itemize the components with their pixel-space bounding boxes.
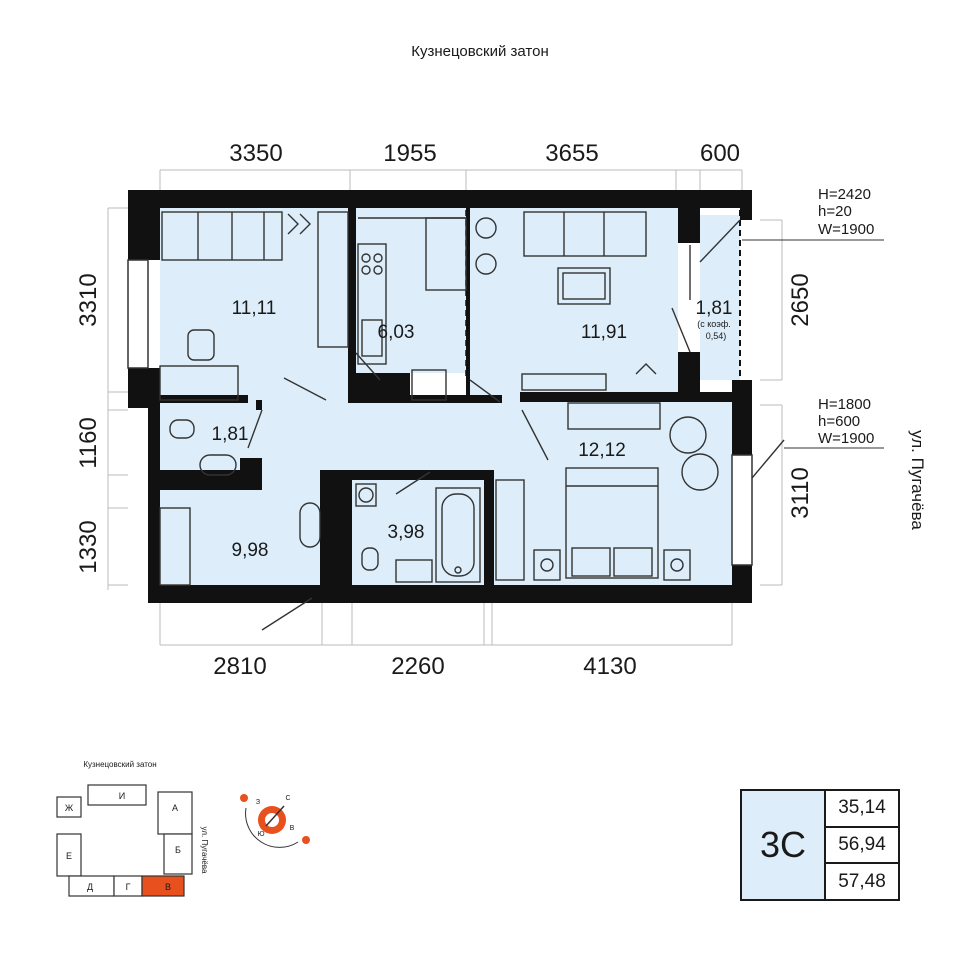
doors [247, 219, 785, 631]
block-label-d: Д [87, 882, 93, 892]
dim-left-3: 1330 [75, 520, 102, 573]
area-total-with-balcony: 57,48 [838, 870, 886, 892]
dim-top-2: 1955 [383, 140, 436, 167]
block-label-g: Г [126, 882, 131, 892]
block-label-a: А [172, 803, 178, 813]
room-area-7: 9,98 [232, 540, 269, 561]
dim-right-2: 3110 [787, 467, 814, 519]
dim-left-1: 3310 [75, 273, 102, 326]
room-area-5: 1,81 [212, 424, 249, 445]
area-living: 35,14 [826, 791, 898, 828]
room-area-3: 11,91 [581, 322, 627, 343]
room-area-4: 1,81 [696, 298, 733, 319]
compass-west: З [256, 799, 260, 806]
compass-east: В [290, 825, 295, 832]
windows [127, 259, 753, 566]
compass-north: С [285, 795, 290, 802]
dim-right-1: 2650 [787, 273, 814, 326]
site-plan-highlight [141, 875, 185, 897]
block-label-i: И [119, 791, 125, 801]
site-plan: Кузнецовский затон ул. Пугачёва Ж И А Е … [56, 760, 209, 897]
area-total: 56,94 [826, 828, 898, 865]
room-area-8: 3,98 [388, 522, 425, 543]
walls [128, 190, 752, 603]
street-label-right: ул. Пугачёва [908, 430, 927, 530]
dim-top-4: 600 [700, 140, 740, 167]
site-plan-street-top: Кузнецовский затон [83, 760, 156, 769]
window-top-height: H=2420 [818, 186, 871, 203]
room-area-6: 12,12 [578, 440, 626, 461]
dim-bottom-1: 2810 [213, 653, 266, 680]
compass-icon: З С Ю В [240, 794, 310, 848]
block-label-e: Е [66, 851, 72, 861]
compass-south: Ю [257, 831, 264, 838]
dimension-lines [107, 169, 783, 646]
apartment-key: 3С 35,14 56,94 57,48 [740, 789, 900, 901]
apartment-type: 3С [742, 791, 826, 899]
block-label-v: В [165, 882, 171, 892]
window-mid-width: W=1900 [818, 430, 874, 447]
window-top-sill: h=20 [818, 203, 852, 220]
dim-left-2: 1160 [75, 417, 102, 469]
window-mid-height: H=1800 [818, 396, 871, 413]
site-plan-street-right: ул. Пугачёва [200, 827, 209, 874]
block-label-zh: Ж [65, 803, 74, 813]
furniture [159, 211, 719, 586]
room-area-2: 6,03 [378, 322, 415, 343]
apartment-areas: 35,14 56,94 57,48 [826, 791, 898, 899]
window-top-width: W=1900 [818, 221, 874, 238]
street-label-top: Кузнецовский затон [411, 43, 549, 60]
block-label-b: Б [175, 845, 181, 855]
room-area-4-note-1: (с коэф. [697, 319, 731, 329]
dim-top-3: 3655 [545, 140, 598, 167]
dim-top-1: 3350 [229, 140, 282, 167]
room-area-4-note-2: 0,54) [706, 331, 727, 341]
dim-bottom-2: 2260 [391, 653, 444, 680]
window-mid-sill: h=600 [818, 413, 860, 430]
dim-bottom-3: 4130 [583, 653, 636, 680]
room-area-1: 11,11 [232, 298, 277, 319]
